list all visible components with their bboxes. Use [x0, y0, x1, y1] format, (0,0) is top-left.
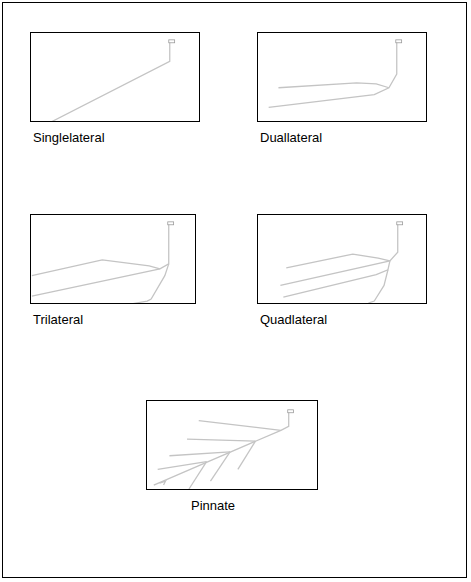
wellbore-line	[158, 462, 207, 470]
wellbore-line	[368, 270, 388, 303]
wellhead-symbol	[397, 222, 403, 225]
wellbore-line	[61, 264, 169, 303]
wellbore-line	[36, 43, 170, 121]
wellbore-line	[187, 439, 255, 441]
well-illustration	[147, 401, 317, 489]
panel-caption: Trilateral	[33, 312, 83, 328]
wellbore-line	[199, 421, 281, 431]
wellhead-symbol	[396, 40, 402, 43]
wellbore-line	[280, 225, 397, 286]
wellhead-symbol	[288, 410, 294, 413]
well-illustration	[258, 33, 426, 121]
well-illustration	[258, 215, 426, 303]
well-illustration	[31, 33, 199, 121]
wellbore-line	[283, 261, 390, 297]
wellbore-line	[154, 413, 289, 485]
wellhead-symbol	[168, 222, 174, 225]
panel-caption: Quadlateral	[260, 312, 327, 328]
well-illustration	[31, 215, 195, 303]
wellbore-line	[169, 452, 230, 456]
wellbore-line	[238, 441, 256, 469]
wellbore-line	[278, 83, 388, 88]
panel-caption: Pinnate	[191, 498, 235, 514]
wellbore-line	[189, 462, 207, 489]
diagram-panel: Trilateral	[30, 214, 196, 304]
wellbore-line	[210, 452, 230, 481]
diagram-panel: Singlelateral	[30, 32, 200, 122]
panel-caption: Duallateral	[260, 130, 322, 146]
wellbore-line	[286, 254, 390, 268]
diagram-panel: Duallateral	[257, 32, 427, 122]
diagram-panel: Pinnate	[146, 400, 318, 490]
wellbore-line	[32, 225, 169, 296]
wellhead-symbol	[169, 40, 175, 43]
wellbore-line	[160, 481, 166, 485]
diagram-panel: Quadlateral	[257, 214, 427, 304]
panel-caption: Singlelateral	[33, 130, 105, 146]
wellbore-line	[32, 260, 160, 276]
wellbore-line	[269, 43, 397, 108]
